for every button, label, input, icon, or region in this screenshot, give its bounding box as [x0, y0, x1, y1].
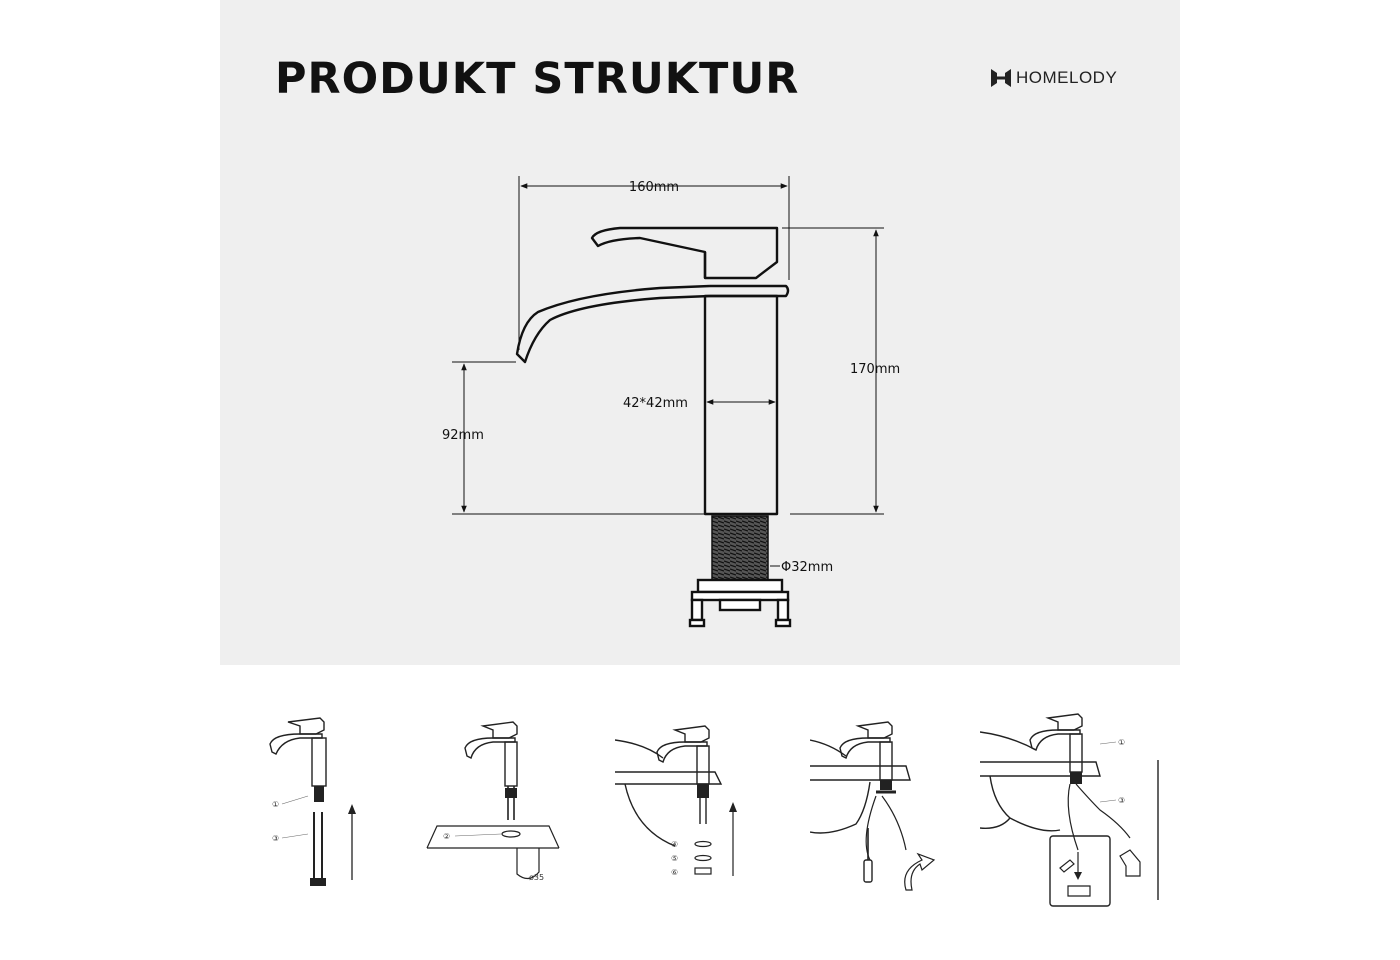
- screwdriver-icon: [863, 828, 873, 883]
- installation-step-2: ② ø35: [426, 721, 560, 882]
- thread-diameter-label: Φ32mm: [781, 560, 833, 575]
- faucet-dimension-drawing: 160mm 170mm 42*42mm 92mm Φ32mm: [442, 176, 900, 628]
- height-label: 170mm: [850, 362, 900, 377]
- step3-marker-c: ⑥: [671, 868, 678, 877]
- brand-name: HOMELODY: [1016, 68, 1118, 87]
- handle-lever: [590, 226, 779, 280]
- waterfall-spout: [515, 284, 711, 364]
- step2-marker-a: ②: [443, 832, 450, 841]
- brand-logo: HOMELODY: [990, 66, 1117, 90]
- page-title: PRODUKT STRUKTUR: [275, 54, 800, 104]
- step3-marker-b: ⑤: [671, 854, 678, 863]
- wrench-icon: [1059, 859, 1075, 873]
- homelody-logo-icon: [991, 69, 1011, 87]
- product-structure-panel: PRODUKT STRUKTUR HOMELODY: [220, 0, 1180, 665]
- installation-steps: ① ③ ② ø35: [220, 700, 1180, 920]
- installation-step-1: ① ③: [269, 717, 356, 886]
- faucet-outline: [515, 226, 790, 516]
- step5-marker-b: ③: [1118, 796, 1125, 805]
- installation-step-3: ④ ⑤ ⑥: [615, 725, 737, 877]
- width-dimension: [518, 176, 790, 350]
- step3-marker-a: ④: [671, 840, 678, 849]
- rotate-arrow-icon: [904, 852, 936, 891]
- width-label: 160mm: [629, 180, 679, 195]
- step1-marker-a: ①: [272, 800, 279, 809]
- spout-height-dimension: [452, 361, 706, 515]
- height-dimension: [782, 227, 884, 515]
- step5-marker-a: ①: [1118, 738, 1125, 747]
- step1-marker-b: ③: [272, 834, 279, 843]
- spout-plate-right: [710, 284, 790, 298]
- body-section-label: 42*42mm: [623, 396, 688, 411]
- installation-step-4: [810, 721, 936, 891]
- mounting-bracket: [688, 578, 792, 628]
- spout-height-label: 92mm: [442, 428, 484, 443]
- threaded-shank: [711, 515, 769, 581]
- installation-step-5: ① ③: [980, 713, 1159, 907]
- faucet-body: [703, 294, 779, 516]
- step2-hole-label: ø35: [529, 873, 544, 882]
